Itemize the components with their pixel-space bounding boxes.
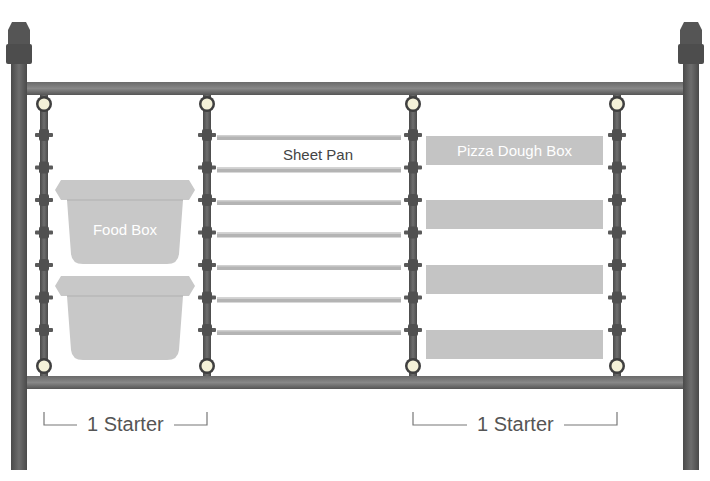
food-box: Food Box: [55, 180, 195, 264]
pizza-dough-box: Pizza Dough Box: [426, 136, 603, 165]
starter-bracket-label: 1 Starter: [77, 413, 174, 436]
food-box: [55, 276, 195, 360]
starter-bracket-label: 1 Starter: [467, 413, 564, 436]
sheet-pan-label: Sheet Pan: [283, 146, 353, 163]
sheet-pan: [217, 135, 401, 335]
node-label: Food Box: [89, 221, 161, 238]
rack-post: [6, 22, 704, 470]
rack-upright: [35, 95, 626, 376]
pizza-dough-box: [426, 200, 603, 359]
node-label: Pizza Dough Box: [453, 142, 576, 159]
rack-rail: [27, 82, 683, 389]
